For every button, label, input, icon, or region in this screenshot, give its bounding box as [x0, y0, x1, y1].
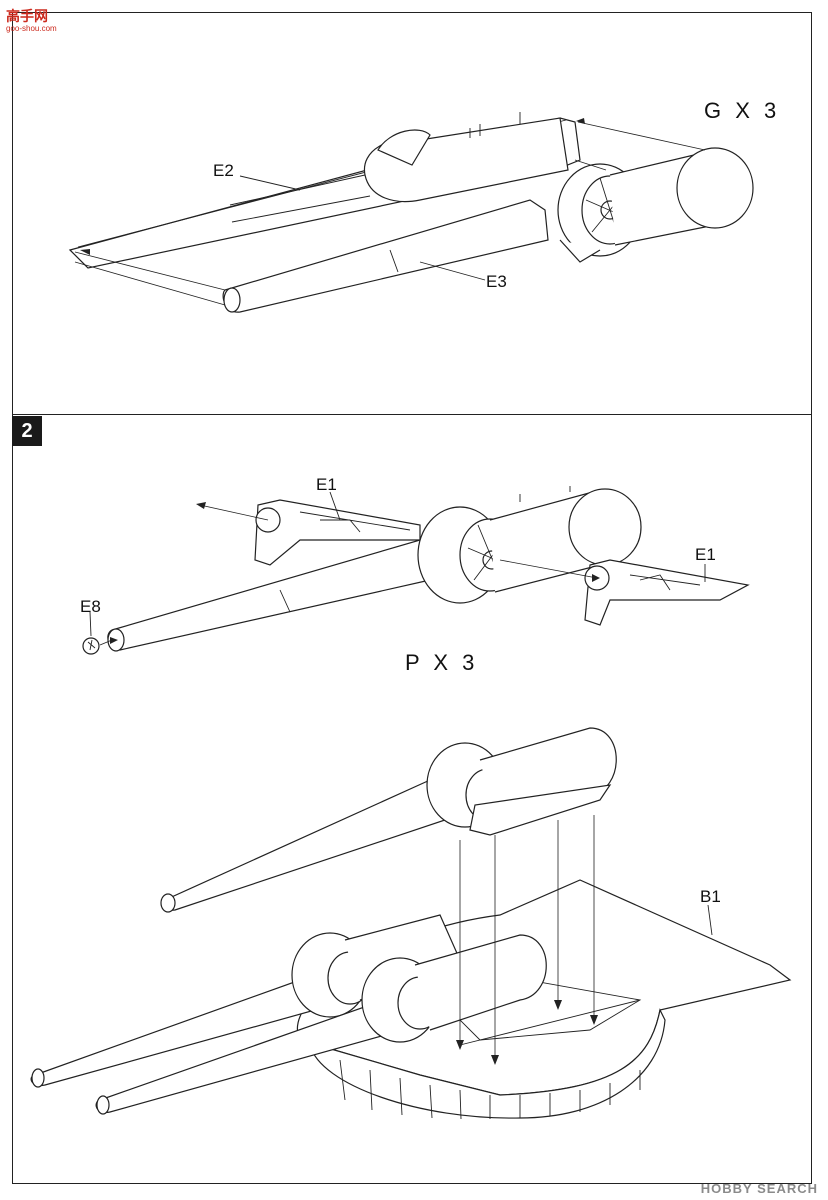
part-label-e3: E3: [486, 272, 507, 291]
step2-trunnion-assembly: [82, 486, 750, 655]
step1-quantity: G X 3: [704, 98, 781, 123]
step-number-badge: 2: [12, 416, 42, 446]
site-logo: 高手网 goo-shou.com: [6, 6, 57, 33]
part-label-b1: B1: [700, 887, 721, 906]
part-e1-left-shape: [254, 499, 421, 566]
step1-barrel-assembly: [68, 112, 754, 313]
site-url: goo-shou.com: [6, 24, 57, 33]
part-label-e2: E2: [213, 161, 234, 180]
part-label-e1-right: E1: [695, 545, 716, 564]
section-divider: [12, 414, 812, 415]
part-e1-right-shape: [584, 559, 750, 626]
part-label-e1-left: E1: [316, 475, 337, 494]
step2-quantity: P X 3: [405, 650, 479, 675]
hobby-search-watermark: HOBBY SEARCH: [700, 1181, 818, 1196]
site-logo-text: 高手网: [6, 8, 48, 24]
part-label-e8: E8: [80, 597, 101, 616]
leader-e2: [239, 175, 301, 191]
instruction-frame: [12, 12, 812, 1184]
turret-final-assembly: [30, 727, 792, 1120]
leader-e3: [419, 261, 486, 281]
